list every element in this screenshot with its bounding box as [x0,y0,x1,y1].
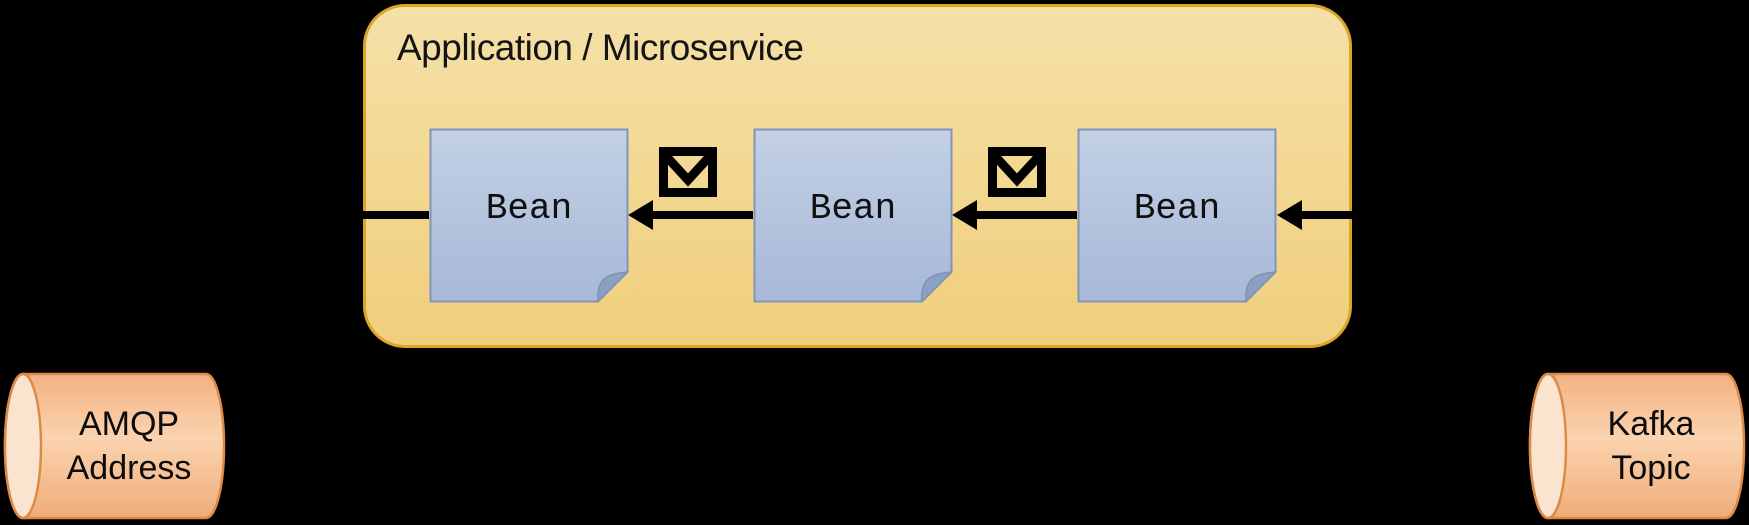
bean-card-shape [429,128,629,303]
application-title: Application / Microservice [397,27,804,68]
cylinder-label-line: Topic [1611,449,1691,487]
connector-right-to-bean3 [1294,211,1434,219]
cylinder-shape [3,372,226,520]
bean-label: Bean [1133,188,1221,229]
bean-node-1: Bean [429,128,629,303]
amqp-address-label: AMQP Address [36,371,222,521]
cylinder-label-line: Address [66,449,192,487]
cylinder-end-cap [3,372,43,520]
envelope-icon [988,147,1046,197]
cylinder-shape [1528,372,1746,520]
cylinder-label-line: AMQP [78,405,180,443]
kafka-topic-cylinder: Kafka Topic [1527,371,1747,521]
bean-label: Bean [485,188,573,229]
folded-corner [597,271,629,303]
envelope-icon [659,147,717,197]
connector-bean1-to-left [310,211,429,219]
connector-bean2-to-bean1 [646,211,753,219]
bean-node-2: Bean [753,128,953,303]
kafka-topic-label: Kafka Topic [1561,371,1741,521]
folded-corner [1245,271,1277,303]
cylinder-end-cap [1528,372,1568,520]
bean-card-shape [1077,128,1277,303]
bean-label: Bean [809,188,897,229]
bean-card-shape [753,128,953,303]
amqp-address-cylinder: AMQP Address [2,371,228,521]
connector-bean3-to-bean2 [970,211,1077,219]
folded-corner [921,271,953,303]
cylinder-label-line: Kafka [1607,405,1695,443]
bean-node-3: Bean [1077,128,1277,303]
